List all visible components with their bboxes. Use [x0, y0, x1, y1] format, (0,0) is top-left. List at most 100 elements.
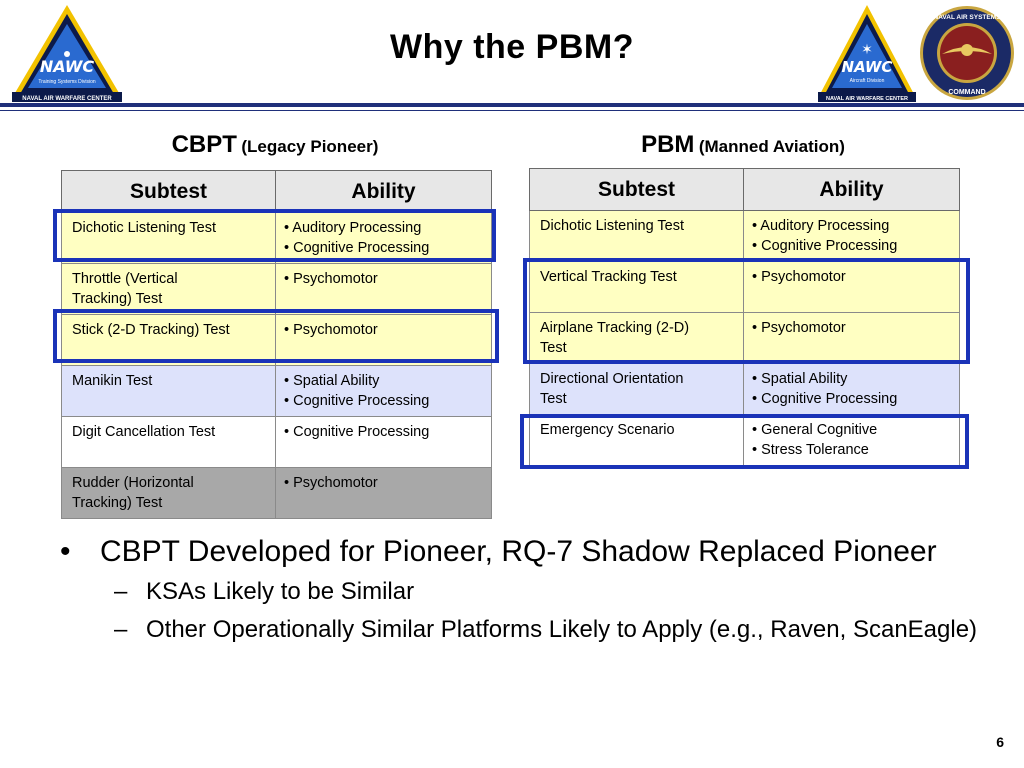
ability-text: • Psychomotor	[284, 271, 378, 287]
subtest-cell: Manikin Test	[61, 365, 276, 417]
subtest-text: Throttle (Vertical	[72, 271, 178, 287]
subtest-column-header: Subtest	[529, 168, 744, 211]
header-rule	[0, 103, 1024, 107]
subtest-text: Rudder (Horizontal	[72, 475, 194, 491]
subtest-text: Emergency Scenario	[540, 422, 675, 438]
cbpt-table-body: Dichotic Listening Test • Auditory Proces…	[61, 212, 492, 519]
ability-text: • Psychomotor	[752, 320, 846, 336]
subtest-text: Tracking) Test	[72, 495, 163, 511]
table-row: Dichotic Listening Test • Auditory Proces…	[61, 212, 492, 264]
table-row: Stick (2-D Tracking) Test • Psychomotor	[61, 314, 492, 366]
ability-cell: • Psychomotor	[275, 314, 492, 366]
sub-bullet-marker: –	[114, 578, 128, 605]
subtest-text: Digit Cancellation Test	[72, 424, 216, 440]
cbpt-heading-title: CBPT	[171, 131, 237, 158]
ability-text: • Auditory Processing	[752, 218, 890, 234]
svg-text:✶: ✶	[861, 42, 873, 58]
ability-cell: • Psychomotor	[743, 312, 960, 364]
ability-text: • Psychomotor	[284, 475, 378, 491]
ability-text: • Cognitive Processing	[752, 238, 898, 254]
cbpt-heading: CBPT (Legacy Pioneer)	[60, 131, 490, 159]
ability-column-header: Ability	[275, 170, 492, 213]
ability-cell: • Psychomotor	[275, 263, 492, 315]
table-header-row: Subtest Ability	[529, 168, 960, 211]
subtest-text: Manikin Test	[72, 373, 153, 389]
ability-text: • Cognitive Processing	[284, 240, 430, 256]
ability-text: • Cognitive Processing	[284, 393, 430, 409]
bullet-marker: •	[60, 535, 71, 568]
table-row: Manikin Test • Spatial Ability • Cognitive…	[61, 365, 492, 417]
ability-cell: • Spatial Ability • Cognitive Processing	[743, 363, 960, 415]
ability-text: • Psychomotor	[752, 269, 846, 285]
bullet-text: CBPT Developed for Pioneer, RQ-7 Shadow …	[100, 535, 937, 568]
svg-text:NAVAL AIR SYSTEMS: NAVAL AIR SYSTEMS	[934, 14, 1002, 21]
ability-text: • Psychomotor	[284, 322, 378, 338]
sub-bullet-text: Other Operationally Similar Platforms Li…	[146, 616, 978, 643]
subtest-cell: Dichotic Listening Test	[61, 212, 276, 264]
ability-text: • Cognitive Processing	[284, 424, 430, 440]
subtest-cell: Airplane Tracking (2-D) Test	[529, 312, 744, 364]
ability-cell: • Psychomotor	[275, 467, 492, 519]
ability-cell: • Psychomotor	[743, 261, 960, 313]
pbm-heading-title: PBM	[641, 131, 695, 158]
table-header-row: Subtest Ability	[61, 170, 492, 213]
subtest-text: Test	[540, 391, 567, 407]
subtest-text: Dichotic Listening Test	[72, 220, 217, 236]
navair-seal: NAVAL AIR SYSTEMS COMMAND	[918, 4, 1016, 102]
bullet-item: • CBPT Developed for Pioneer, RQ-7 Shado…	[60, 534, 980, 570]
ability-text: • Stress Tolerance	[752, 442, 869, 458]
ability-cell: • Auditory Processing • Cognitive Process…	[743, 210, 960, 262]
ability-text: • Cognitive Processing	[752, 391, 898, 407]
svg-text:NAVAL AIR WARFARE CENTER: NAVAL AIR WARFARE CENTER	[22, 96, 112, 102]
subtest-cell: Digit Cancellation Test	[61, 416, 276, 468]
ability-cell: • General Cognitive • Stress Tolerance	[743, 414, 960, 466]
subtest-text: Airplane Tracking (2-D)	[540, 320, 690, 336]
subtest-text: Tracking) Test	[72, 291, 163, 307]
ability-column-header: Ability	[743, 168, 960, 211]
highlight-box	[523, 258, 970, 364]
svg-text:NAWC: NAWC	[842, 58, 893, 76]
svg-text:Aircraft Division: Aircraft Division	[850, 78, 885, 84]
ability-cell: • Spatial Ability • Cognitive Processing	[275, 365, 492, 417]
highlight-box	[53, 209, 496, 262]
nawc-aircraft-logo: ✶ NAWC Aircraft Division NAVAL AIR WARFA…	[815, 2, 919, 104]
ability-text: • Auditory Processing	[284, 220, 422, 236]
cbpt-heading-subtitle: (Legacy Pioneer)	[241, 137, 379, 156]
ability-cell: • Cognitive Processing	[275, 416, 492, 468]
ability-text: • General Cognitive	[752, 422, 878, 438]
table-row: Emergency Scenario • General Cognitive • S…	[529, 414, 960, 466]
ability-cell: • Auditory Processing • Cognitive Process…	[275, 212, 492, 264]
header-rule-thin	[0, 110, 1024, 111]
ability-text: • Spatial Ability	[752, 371, 848, 387]
subtest-text: Dichotic Listening Test	[540, 218, 685, 234]
page-number: 6	[996, 734, 1004, 750]
subtest-cell: Stick (2-D Tracking) Test	[61, 314, 276, 366]
svg-text:COMMAND: COMMAND	[948, 89, 985, 96]
subtest-column-header: Subtest	[61, 170, 276, 213]
nawc-training-logo: NAWC Training Systems Division NAVAL AIR…	[8, 2, 126, 104]
pbm-heading: PBM (Manned Aviation)	[528, 131, 958, 159]
table-row: Dichotic Listening Test • Auditory Proces…	[529, 210, 960, 262]
sub-bullet-marker: –	[114, 616, 128, 643]
cbpt-table: Subtest Ability Dichotic Listening Test •…	[61, 170, 492, 519]
ability-text: • Spatial Ability	[284, 373, 380, 389]
svg-text:Training Systems Division: Training Systems Division	[38, 79, 96, 85]
subtest-text: Vertical Tracking Test	[540, 269, 677, 285]
subtest-cell: Emergency Scenario	[529, 414, 744, 466]
pbm-heading-subtitle: (Manned Aviation)	[698, 137, 845, 156]
sub-bullet-text: KSAs Likely to be Similar	[146, 578, 415, 605]
sub-bullet-item: – KSAs Likely to be Similar	[60, 576, 980, 608]
svg-text:NAWC: NAWC	[40, 57, 95, 76]
highlight-box	[520, 414, 969, 469]
table-row: Airplane Tracking (2-D) Test • Psychomotor	[529, 312, 960, 364]
highlight-box	[53, 309, 499, 363]
sub-bullet-item: – Other Operationally Similar Platforms …	[60, 614, 980, 646]
subtest-text: Test	[540, 340, 567, 356]
bullet-list: • CBPT Developed for Pioneer, RQ-7 Shado…	[60, 534, 980, 646]
slide-title: Why the PBM?	[390, 28, 634, 66]
